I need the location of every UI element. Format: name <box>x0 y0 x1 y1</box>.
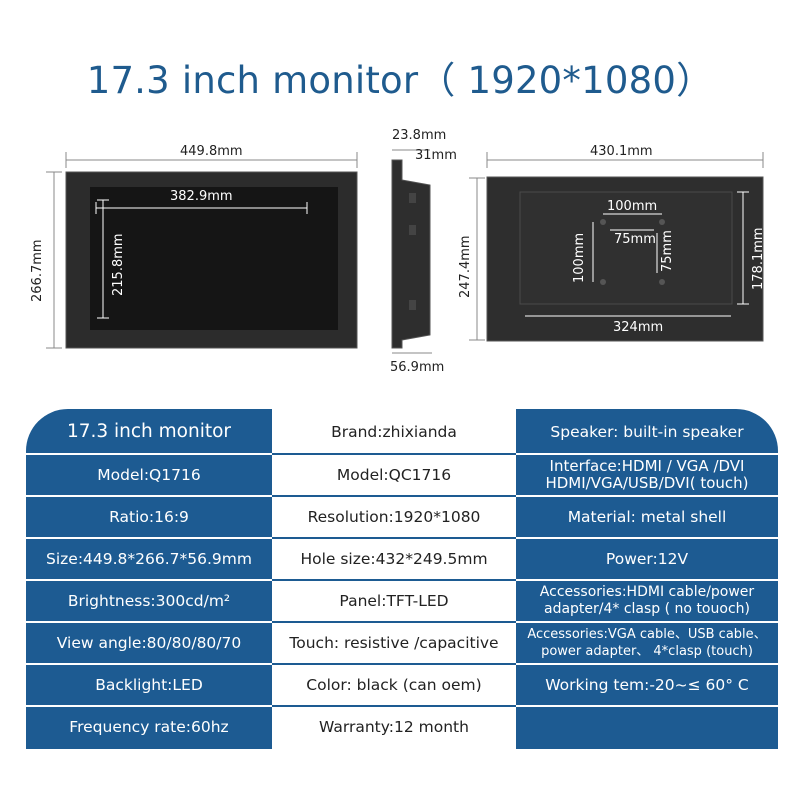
vesa-hole <box>600 279 606 285</box>
dimension-diagram: 449.8mm 266.7mm 382.9mm 215.8mm 23.8mm 3… <box>30 128 766 375</box>
side-thickness-a-label: 23.8mm <box>392 128 447 143</box>
spec-interface: Interface:HDMI / VGA /DVI HDMI/VGA/USB/D… <box>516 454 778 496</box>
row-divider <box>272 705 516 707</box>
spec-hole-size: Hole size:432*249.5mm <box>300 550 488 568</box>
row-divider <box>26 579 272 581</box>
spec-interface-line-2: HDMI/VGA/USB/DVI( touch) <box>545 474 749 492</box>
spec-column-middle: Brand:zhixianda Model:QC1716 Resolution:… <box>272 409 516 749</box>
spec-view-angle: View angle:80/80/80/70 <box>56 634 242 652</box>
front-screen <box>90 187 338 330</box>
spec-power: Power:12V <box>605 550 689 568</box>
row-divider <box>26 453 272 455</box>
spec-touch: Touch: resistive /capacitive <box>289 634 499 652</box>
spec-header: 17.3 inch monitor <box>66 421 232 442</box>
screen-width-label: 382.9mm <box>170 189 233 204</box>
front-width-label: 449.8mm <box>180 144 243 159</box>
spec-brightness: Brightness:300cd/m² <box>67 592 231 610</box>
screen-height-label: 215.8mm <box>111 233 126 296</box>
row-divider <box>26 537 272 539</box>
back-height-label: 178.1mm <box>751 227 766 290</box>
spec-speaker: Speaker: built-in speaker <box>550 423 744 441</box>
row-divider <box>516 579 778 581</box>
spec-working-temp: Working tem:-20~≤ 60° C <box>545 676 749 694</box>
side-depth-label: 56.9mm <box>390 360 445 375</box>
vesa-inner-label: 75mm <box>614 232 656 247</box>
spec-table: 17.3 inch monitor Model:Q1716 Ratio:16:9… <box>26 409 778 749</box>
spec-resolution: Resolution:1920*1080 <box>307 508 481 526</box>
spec-ratio: Ratio:16:9 <box>109 508 189 526</box>
row-divider <box>26 495 272 497</box>
spec-model-qc: Model:QC1716 <box>336 466 452 484</box>
row-divider <box>272 537 516 539</box>
side-port <box>409 225 416 235</box>
row-divider <box>272 579 516 581</box>
row-divider <box>26 705 272 707</box>
spec-accessories-hdmi-line-2: adapter/4* clasp ( no touoch) <box>543 601 750 617</box>
spec-size: Size:449.8*266.7*56.9mm <box>46 550 252 568</box>
spec-column-left: 17.3 inch monitor Model:Q1716 Ratio:16:9… <box>26 409 272 749</box>
vesa-outer-v-label: 100mm <box>572 232 587 283</box>
back-hole-label: 324mm <box>613 320 664 335</box>
spec-panel: Panel:TFT-LED <box>339 592 449 610</box>
spec-brand: Brand:zhixianda <box>331 423 457 441</box>
spec-accessories-vga-line-2: power adapter、 4*clasp (touch) <box>541 644 753 659</box>
page-title: 17.3 inch monitor（ 1920*1080） <box>86 59 714 102</box>
spec-warranty: Warranty:12 month <box>319 718 469 736</box>
spec-accessories-vga-line-1: Accessories:VGA cable、USB cable、 <box>527 627 767 642</box>
spec-frequency: Frequency rate:60hz <box>69 718 229 736</box>
vesa-inner-v-label: 75mm <box>660 230 675 272</box>
vesa-hole <box>659 219 665 225</box>
back-width-label: 430.1mm <box>590 144 653 159</box>
spec-accessories-vga: Accessories:VGA cable、USB cable、 power a… <box>516 622 778 664</box>
side-thickness-b-label: 31mm <box>415 148 457 163</box>
side-height-label: 247.4mm <box>458 235 473 298</box>
row-divider <box>272 621 516 623</box>
spec-model: Model:Q1716 <box>97 466 201 484</box>
spec-color: Color: black (can oem) <box>306 676 482 694</box>
row-divider <box>516 453 778 455</box>
spec-material: Material: metal shell <box>567 508 727 526</box>
spec-backlight: Backlight:LED <box>95 676 203 694</box>
side-port <box>409 193 416 203</box>
row-divider <box>26 663 272 665</box>
row-divider <box>516 537 778 539</box>
spec-interface-line-1: Interface:HDMI / VGA /DVI <box>549 457 745 475</box>
row-divider <box>272 663 516 665</box>
dimension-drawing <box>46 149 764 354</box>
back-center-panel <box>519 191 733 305</box>
spec-accessories-hdmi: Accessories:HDMI cable/power adapter/4* … <box>516 580 778 622</box>
spec-column-right: Speaker: built-in speaker Interface:HDMI… <box>516 409 778 749</box>
side-port <box>409 300 416 310</box>
row-divider <box>516 621 778 623</box>
row-divider <box>272 453 516 455</box>
vesa-hole <box>600 219 606 225</box>
side-profile <box>391 159 431 349</box>
front-height-label: 266.7mm <box>30 239 45 302</box>
row-divider <box>516 663 778 665</box>
spec-accessories-hdmi-line-1: Accessories:HDMI cable/power <box>539 584 755 600</box>
vesa-outer-label: 100mm <box>607 199 658 214</box>
row-divider <box>516 705 778 707</box>
vesa-hole <box>659 279 665 285</box>
row-divider <box>516 495 778 497</box>
row-divider <box>26 621 272 623</box>
row-divider <box>272 495 516 497</box>
